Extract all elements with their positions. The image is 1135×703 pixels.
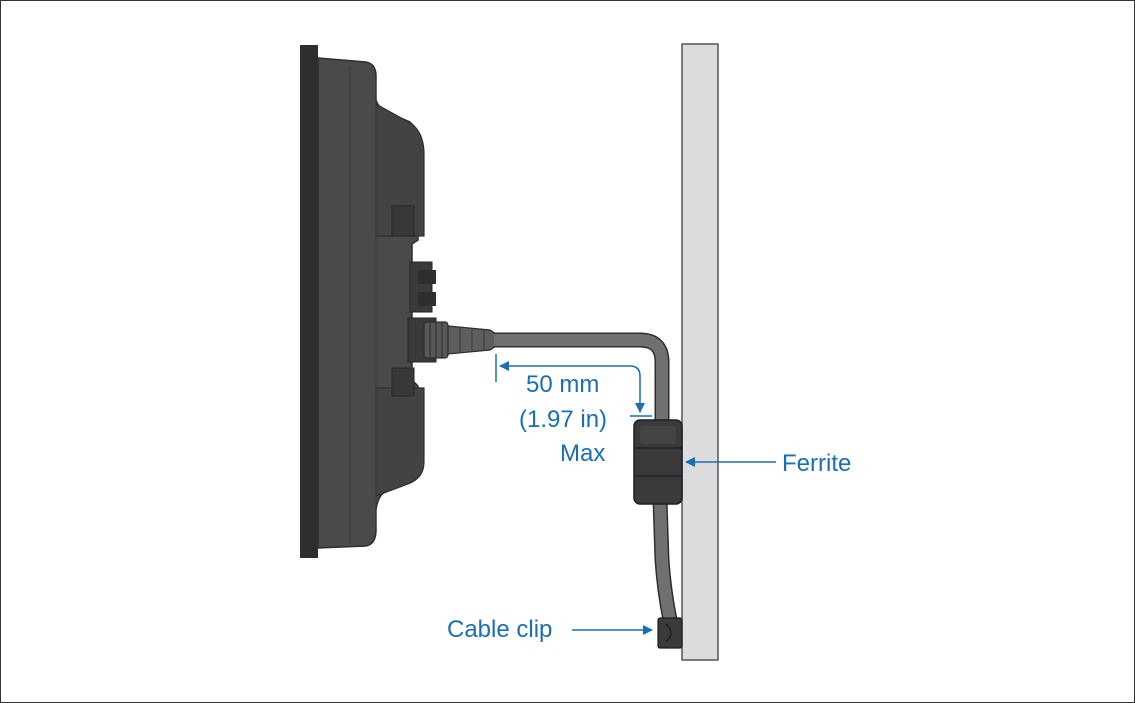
cable: [494, 332, 678, 622]
display-lower-boss: [375, 387, 425, 497]
display-upper-tab: [391, 205, 415, 237]
dimension-label-inches: (1.97 in): [519, 406, 608, 433]
cable-plug: [423, 321, 497, 359]
dimension-label-max: Max: [560, 440, 606, 467]
cable-clip: [657, 617, 683, 649]
dimension-label-mm: 50 mm: [526, 371, 600, 398]
display-upper-boss: [375, 102, 425, 237]
mounting-panel: [681, 43, 719, 661]
display-bezel: [300, 45, 318, 558]
ferrite-core: [633, 419, 683, 505]
dimension-annotation: [495, 354, 652, 417]
dimension-leader-down: [629, 365, 645, 413]
cable-clip-label: Cable clip: [447, 616, 553, 643]
display-unit: [300, 45, 425, 558]
display-lower-tab: [391, 367, 415, 397]
ferrite-label: Ferrite: [782, 450, 852, 477]
